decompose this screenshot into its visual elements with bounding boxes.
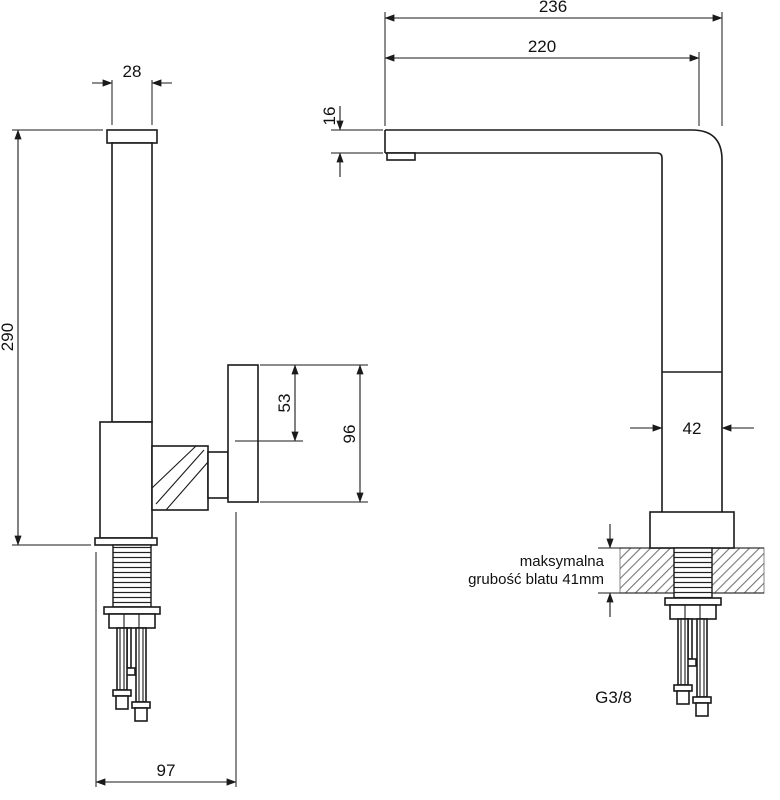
spout-inner-profile [385,152,663,512]
handle-neck [207,451,229,499]
supply-hose [696,618,708,698]
thread-size-label: G3/8 [595,688,632,707]
mounting-washer [664,597,722,606]
dim-label-reach-outer: 236 [539,0,567,16]
dim-label-total-height: 290 [0,323,17,351]
dim-label-body-width: 42 [683,419,702,438]
hose-fitting-nut [115,695,129,710]
spout-outer-profile [385,129,723,512]
housing-hatch-line [155,449,205,505]
housing-hatch-line [151,445,197,489]
threaded-shank [673,547,713,599]
hose-ferrule [131,701,151,709]
spout-column [111,142,153,423]
hose-ferrule [112,689,132,697]
faucet-body [99,421,153,539]
hose-fitting-nut [676,690,690,705]
dim-label-base-depth: 97 [157,761,176,780]
dim-label-spout-thickness: 16 [320,107,339,126]
threaded-shank [112,544,152,608]
aerator [386,152,416,161]
hose-fitting-nut [134,707,148,722]
dim-label-reach-inner: 220 [528,37,556,56]
handle-plate [227,364,259,503]
countertop-note-line2: grubość blatu 41mm [468,571,604,588]
dim-label-spout-width: 28 [123,62,142,81]
mounting-nut [669,604,717,620]
side-view: 236 220 16 42 maksymalna grubość blatu 4… [320,0,765,717]
supply-hose [116,627,128,691]
spout-cap [106,129,158,144]
supply-hose [677,618,689,686]
hose-ferrule [692,696,712,704]
dim-label-handle-height: 96 [340,425,359,444]
base-flange [94,537,158,546]
housing-hatch-line [165,461,209,511]
supply-hose [135,627,147,703]
mounting-washer [103,606,161,615]
hose-ferrule [673,684,693,692]
front-view: 28 290 53 96 97 [0,62,368,787]
hose-fitting-nut [695,702,709,717]
mounting-nut [108,613,156,629]
base-ring [649,511,735,549]
countertop-note-line1: maksymalna [520,553,605,570]
dim-label-handle-offset: 53 [275,394,294,413]
